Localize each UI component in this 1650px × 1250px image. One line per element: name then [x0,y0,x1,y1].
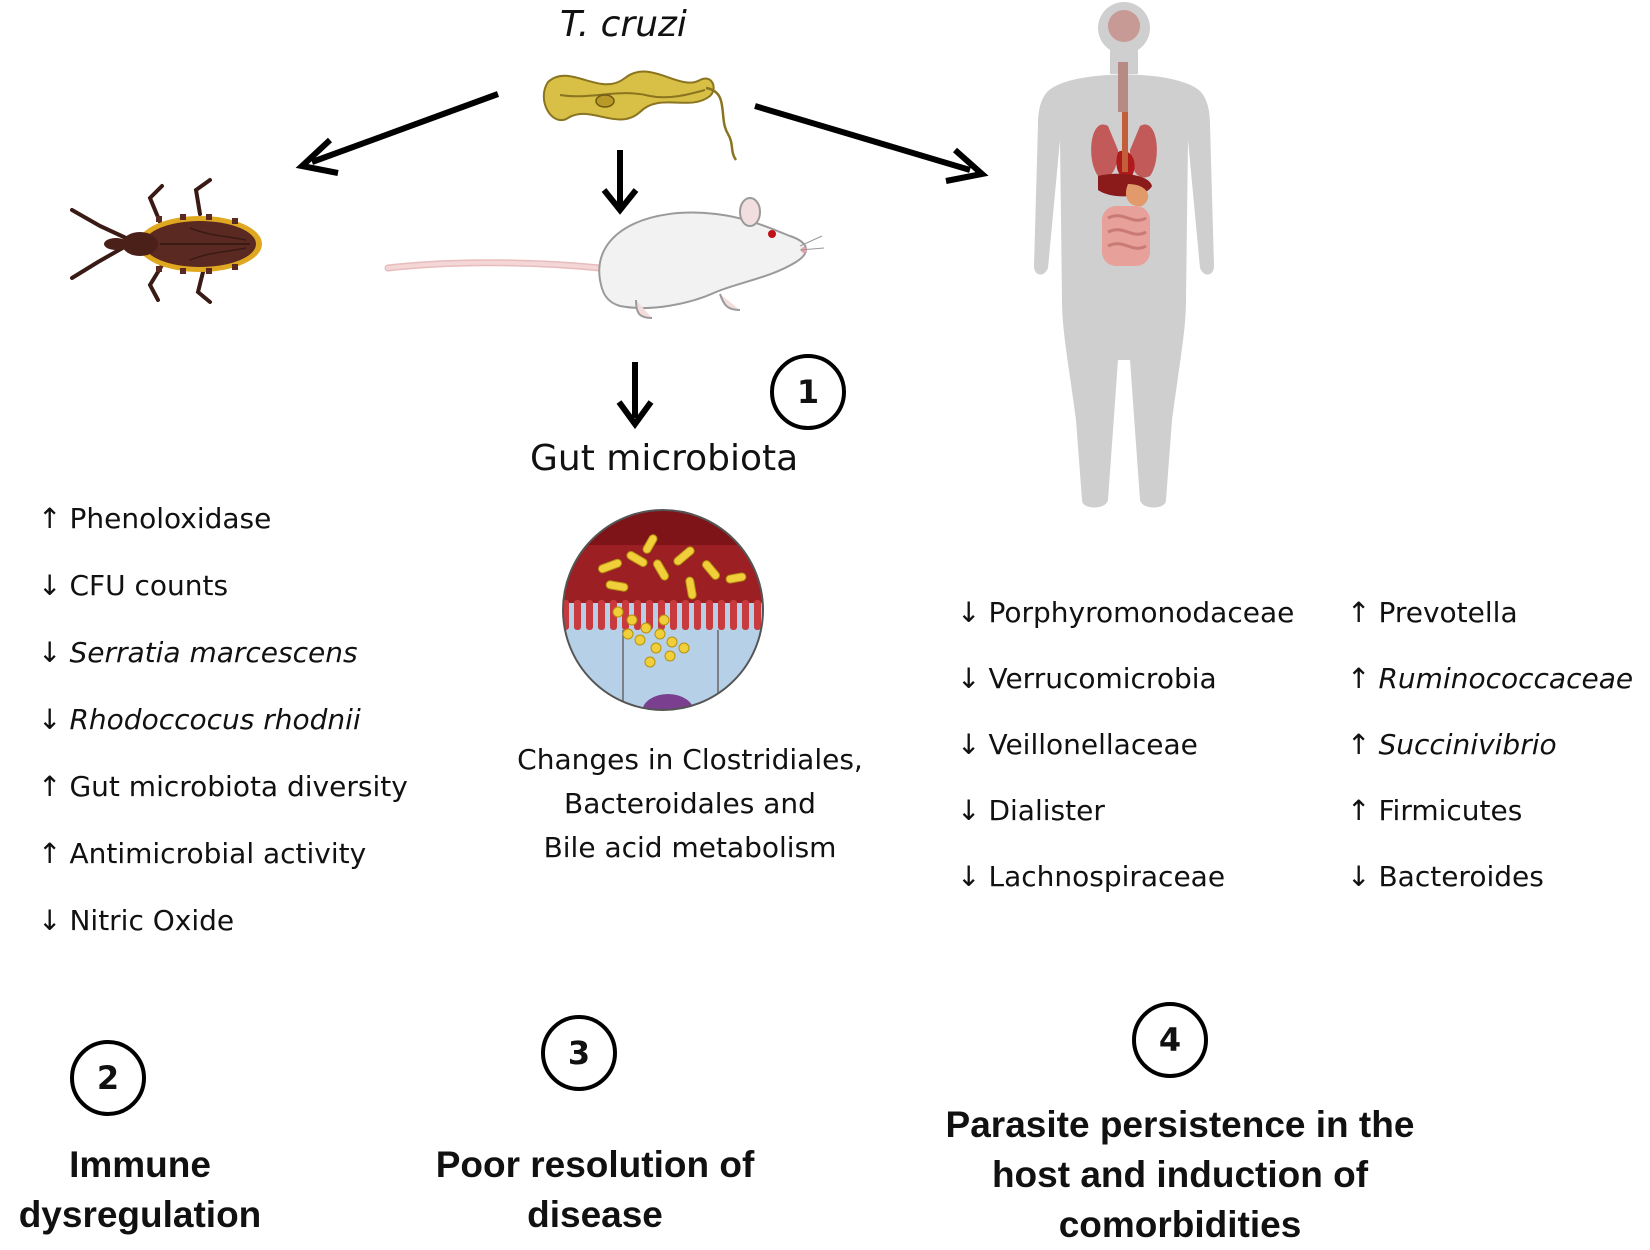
arrow-up-icon: ↑ [38,502,62,535]
effect-item: ↓Porphyromonodaceae [957,596,1294,629]
effect-item: ↑Antimicrobial activity [38,837,366,870]
effect-item: ↓Rhodoccocus rhodnii [38,703,361,736]
gut-microbiota-icon [562,509,764,711]
effect-label: Serratia marcescens [69,636,358,669]
effect-label: Nitric Oxide [69,904,235,937]
arrow-down-icon: ↓ [38,569,62,602]
effect-item: ↓Bacteroides [1347,860,1544,893]
outcome-line: Poor resolution of [435,1144,755,1185]
arrow-down-icon: ↓ [1347,860,1371,893]
outcome-line: dysregulation [18,1194,262,1235]
arrow-down-icon: ↓ [38,636,62,669]
effect-label: Bacteroides [1378,860,1544,893]
effect-label: Verrucomicrobia [988,662,1217,695]
mouse-icon [384,197,825,319]
effect-item: ↓Lachnospiraceae [957,860,1225,893]
arrow-down-icon: ↓ [957,728,981,761]
mouse-changes-text: Changes in Clostridiales, Bacteroidales … [480,738,900,870]
arrow-down-icon: ↓ [957,662,981,695]
outcome-line: host and induction of [991,1154,1369,1195]
badge-1: 1 [770,354,846,430]
arrow-up-icon: ↑ [1347,596,1371,629]
arrow-down-icon: ↓ [38,703,62,736]
effect-label: Firmicutes [1378,794,1523,827]
effect-label: Dialister [988,794,1105,827]
arrow-up-icon: ↑ [1347,728,1371,761]
effect-item: ↓Dialister [957,794,1105,827]
changes-line: Bile acid metabolism [543,831,837,864]
arrow-down-icon: ↓ [957,794,981,827]
outcome-line: comorbidities [1058,1204,1302,1245]
effect-item: ↓CFU counts [38,569,228,602]
badge-4: 4 [1132,1002,1208,1078]
effect-item: ↓Veillonellaceae [957,728,1198,761]
effect-label: CFU counts [69,569,229,602]
outcome-poor-resolution: Poor resolution of disease [400,1140,790,1240]
t-cruzi-icon [542,70,738,161]
effect-item: ↑Prevotella [1347,596,1518,629]
outcome-line: Parasite persistence in the [945,1104,1415,1145]
effect-label: Rhodoccocus rhodnii [69,703,361,736]
arrow-down-icon: ↓ [957,860,981,893]
effect-item: ↑Succinivibrio [1347,728,1557,761]
arrow-up-icon: ↑ [38,770,62,803]
arrow-up-icon: ↑ [38,837,62,870]
arrow-up-icon: ↑ [1347,662,1371,695]
changes-line: Changes in Clostridiales, [517,743,863,776]
effect-label: Phenoloxidase [69,502,272,535]
triatomine-bug-icon [70,178,262,304]
gut-microbiota-title: Gut microbiota [530,438,799,479]
arrow-to-gut-microbiota [616,362,654,430]
effect-item: ↓Serratia marcescens [38,636,358,669]
effect-item: ↑Phenoloxidase [38,502,271,535]
effect-item: ↑Gut microbiota diversity [38,770,408,803]
arrow-down-icon: ↓ [38,904,62,937]
arrow-up-icon: ↑ [1347,794,1371,827]
effect-label: Ruminococcaceae [1378,662,1634,695]
effect-item: ↓Verrucomicrobia [957,662,1217,695]
arrow-to-mouse [601,150,639,215]
pathogen-label: T. cruzi [560,4,687,45]
effect-item: ↑Ruminococcaceae [1347,662,1633,695]
human-body-icon [1034,2,1214,508]
effect-label: Succinivibrio [1378,728,1557,761]
badge-3: 3 [541,1015,617,1091]
outcome-line: disease [527,1194,663,1235]
effect-label: Prevotella [1378,596,1518,629]
arrow-down-icon: ↓ [957,596,981,629]
effect-label: Gut microbiota diversity [69,770,408,803]
changes-line: Bacteroidales and [564,787,816,820]
effect-label: Veillonellaceae [988,728,1198,761]
outcome-parasite-persistence: Parasite persistence in the host and ind… [900,1100,1460,1250]
arrow-to-vector [295,91,500,176]
effect-label: Porphyromonodaceae [988,596,1295,629]
arrow-to-human [754,103,989,184]
outcome-immune-dysregulation: Immune dysregulation [0,1140,280,1240]
effect-item: ↓Nitric Oxide [38,904,234,937]
badge-2: 2 [70,1040,146,1116]
effect-item: ↑Firmicutes [1347,794,1522,827]
effect-label: Lachnospiraceae [988,860,1226,893]
effect-label: Antimicrobial activity [69,837,367,870]
outcome-line: Immune [69,1144,211,1185]
